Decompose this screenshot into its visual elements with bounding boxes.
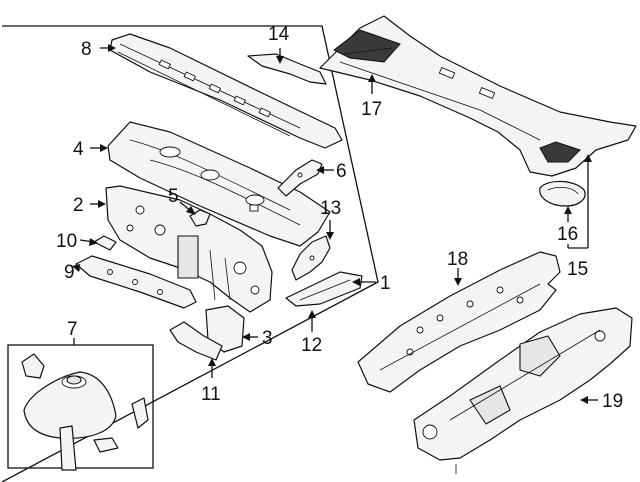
part-17-cowl-panel [319, 15, 637, 177]
part-18-insulator [357, 251, 561, 393]
part-11-brace [169, 321, 223, 361]
callout-3: 3 [262, 328, 273, 349]
callout-15: 15 [567, 259, 588, 280]
callout-11: 11 [201, 384, 221, 405]
callout-10: 10 [56, 231, 77, 252]
part-4-upper-dash-panel [107, 121, 331, 247]
callout-labels: 8 4 2 5 10 9 6 13 1 3 12 11 7 14 17 16 1… [56, 24, 623, 412]
part-8-cowl-top-panel [109, 33, 343, 149]
callout-13: 13 [320, 198, 341, 219]
callout-14: 14 [268, 24, 290, 45]
part-2-dash-panel [105, 185, 273, 313]
part-16-seal [539, 180, 586, 207]
callout-4: 4 [73, 139, 84, 160]
callout-9: 9 [64, 262, 75, 283]
callout-12: 12 [301, 335, 322, 356]
part-19-insulator [413, 307, 633, 474]
callout-8: 8 [81, 39, 92, 60]
part-13-bracket [291, 235, 331, 281]
callout-6: 6 [336, 161, 347, 182]
callout-17: 17 [361, 99, 382, 120]
callout-7: 7 [67, 319, 78, 340]
callout-18: 18 [447, 249, 468, 270]
part-6-bracket [277, 159, 323, 197]
callout-5: 5 [168, 186, 179, 207]
callout-19: 19 [602, 391, 623, 412]
inset-box-7 [7, 344, 154, 469]
callout-1: 1 [380, 273, 391, 294]
part-10-clip [93, 235, 117, 251]
group-1-outline [1, 25, 379, 482]
callout-16: 16 [557, 224, 578, 245]
leader-lines [72, 44, 598, 404]
part-12-bracket [285, 271, 363, 307]
part-9-reinforcement [75, 255, 197, 309]
callout-2: 2 [73, 195, 84, 216]
part-14-bracket [247, 53, 327, 85]
part-7-components [21, 353, 149, 471]
